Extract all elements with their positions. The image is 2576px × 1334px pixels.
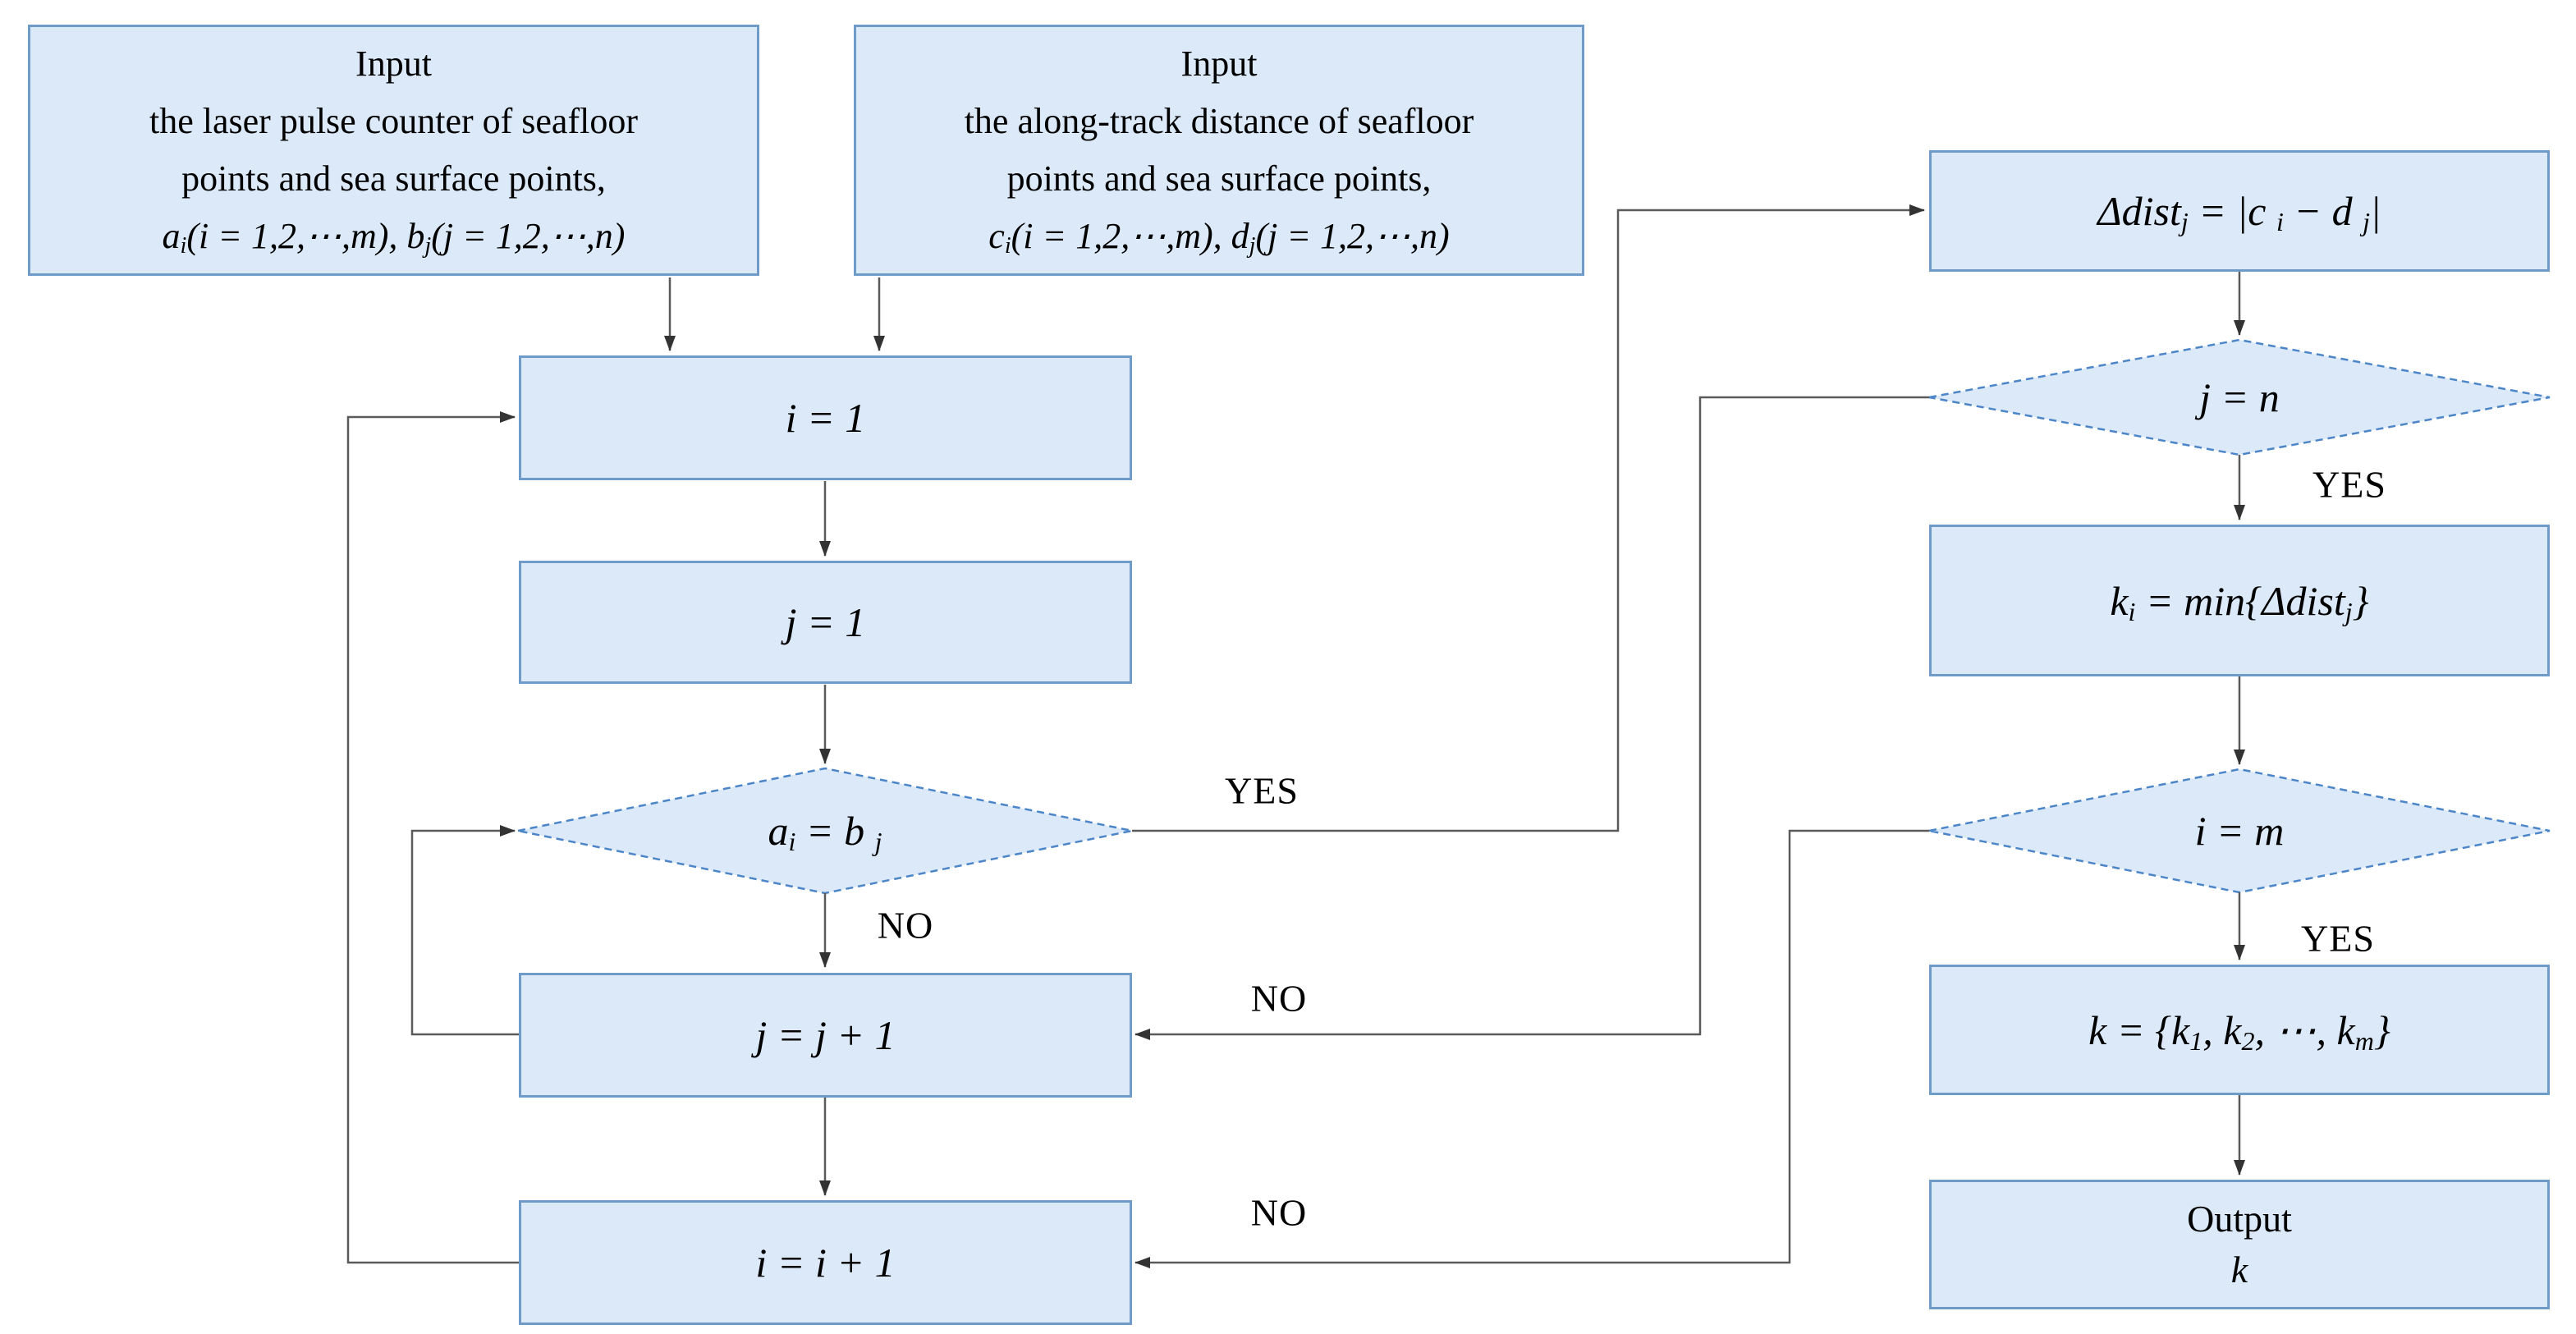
edge-condIM-no-to-incI [1134,829,1929,1268]
min-k-box: ki = min{Δdistj} [1929,525,2550,676]
diamond-j-equals-n-shape [1928,338,2551,456]
math-seg: = b [795,808,875,854]
input-b-box: Input the along-track distance of seaflo… [854,25,1584,276]
input-b-line2: the along-track distance of seafloor [964,101,1474,141]
branch-label-jn-no: NO [1250,977,1308,1020]
math-seg: a [162,216,181,256]
condition-i-equals-m-label: i = m [2194,808,2285,854]
input-b-formula: ci(i = 1,2,⋯,m), dj(j = 1,2,⋯,n) [988,208,1449,265]
k-set-box: k = {k1, k2, ⋯, km} [1929,965,2550,1095]
input-a-formula: ai(i = 1,2,⋯,m), bj(j = 1,2,⋯,n) [163,208,626,265]
edge-incI-loop-to-i1 [346,411,519,1264]
input-a-line2: the laser pulse counter of seafloor [149,101,638,141]
math-seg: j [2345,596,2353,626]
output-box: Output k [1929,1180,2550,1309]
input-b-line3: points and sea surface points, [1006,158,1432,199]
input-a-line3: points and sea surface points, [181,158,606,199]
edge-condAB-yes-to-ddist [1132,204,1925,832]
delta-dist-box: Δdistj = |c i − d j| [1929,150,2550,272]
diamond-ai-equals-bj-shape [517,767,1133,895]
math-seg: i [1004,233,1011,259]
math-seg: j [1249,233,1256,259]
diamond-i-equals-m-shape [1928,768,2551,894]
math-seg: a [768,808,789,854]
math-seg: j [2180,207,2189,237]
min-k-formula: ki = min{Δdistj} [2110,577,2368,625]
math-seg: k = {k [2088,1006,2190,1053]
math-seg: Δdist [2097,188,2181,234]
edge-incJ-loop-to-condAB [410,825,519,1036]
math-seg: j [424,233,432,259]
math-seg: m [2354,1025,2374,1056]
math-seg: c [988,216,1005,256]
set-j-label: j = 1 [785,599,866,645]
input-b-title: Input [1180,44,1258,84]
math-seg: j [2363,207,2370,237]
math-seg: (i = 1,2,⋯,m), [186,216,407,256]
input-a-title: Input [355,44,432,84]
math-seg: = min{Δdist [2135,577,2345,624]
math-seg: 1 [2189,1025,2203,1056]
math-seg: = |c [2188,188,2276,234]
increment-i-box: i = i + 1 [519,1200,1132,1325]
math-seg: (j = 1,2,⋯,n) [431,216,626,256]
branch-label-im-yes: YES [2301,917,2375,960]
set-i-label: i = 1 [785,395,866,441]
math-seg: i [2276,207,2284,237]
branch-label-aibj-no: NO [877,904,934,947]
math-seg: b [406,216,425,256]
math-seg: (j = 1,2,⋯,n) [1255,216,1450,256]
math-seg: i [788,827,796,857]
math-seg: } [2373,1006,2390,1053]
output-title: Output [2187,1198,2292,1240]
math-seg: d [1231,216,1249,256]
branch-label-jn-yes: YES [2312,463,2386,506]
delta-dist-formula: Δdistj = |c i − d j| [2097,187,2381,235]
math-seg: | [2369,188,2381,234]
math-seg: k [2110,577,2129,624]
branch-label-im-no: NO [1250,1191,1308,1234]
k-set-formula: k = {k1, k2, ⋯, km} [2088,1006,2390,1054]
increment-j-box: j = j + 1 [519,973,1132,1098]
edge-condJN-no-to-incJ [1134,396,1929,1040]
math-seg: j [874,827,882,857]
math-seg: i [180,233,187,259]
increment-j-label: j = j + 1 [755,1012,896,1058]
increment-i-label: i = i + 1 [755,1240,896,1286]
branch-label-aibj-yes: YES [1225,769,1299,812]
math-seg: (i = 1,2,⋯,m), [1011,216,1231,256]
output-value: k [2230,1249,2248,1290]
math-seg: } [2352,577,2369,624]
input-a-box: Input the laser pulse counter of seafloo… [28,25,759,276]
set-i-box: i = 1 [519,355,1132,480]
condition-ai-equals-bj-label: ai = b j [768,807,882,855]
math-seg: − d [2283,188,2363,234]
math-seg: , k [2202,1006,2242,1053]
math-seg: i [2128,596,2136,626]
math-seg: 2 [2241,1025,2255,1056]
condition-j-equals-n-label: j = n [2199,374,2280,420]
math-seg: , ⋯, k [2254,1006,2355,1053]
set-j-box: j = 1 [519,561,1132,684]
